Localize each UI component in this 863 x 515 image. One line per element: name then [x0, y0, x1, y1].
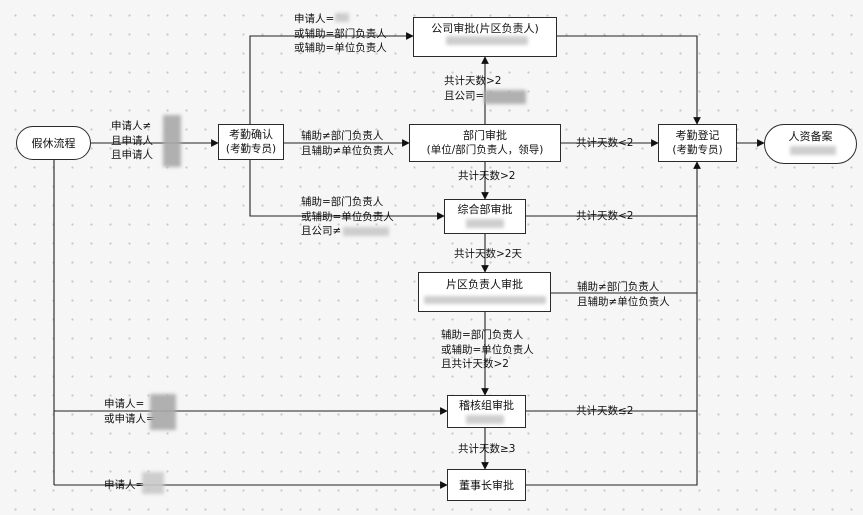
- redacted-mark: [484, 90, 526, 104]
- company-node-label: 公司审批(片区负责人): [431, 22, 539, 35]
- register-node-title: 考勤登记: [675, 129, 720, 142]
- register-node: 考勤登记 (考勤专员): [658, 124, 737, 162]
- archive-node: 人资备案: [764, 124, 857, 164]
- label-line: 辅助=部门负责人: [301, 196, 384, 208]
- redacted-mark: [343, 227, 389, 236]
- label-line: 申请人=: [294, 13, 335, 25]
- label-company-dept: 共计天数>2 且公司=: [444, 74, 501, 103]
- dept-node: 部门审批 (单位/部门负责人，领导): [409, 124, 561, 162]
- label-line: 辅助≠部门负责人: [301, 130, 384, 142]
- label-line: 申请人≠: [111, 120, 152, 132]
- arrow-company-to-register: [557, 35, 701, 125]
- redacted-mark: [466, 219, 504, 228]
- label-line: 且公司≠: [301, 225, 342, 237]
- label-region-audit: 辅助=部门负责人 或辅助=单位负责人 且共计天数>2: [441, 328, 534, 372]
- start-node: 假休流程: [16, 126, 91, 160]
- confirm-node: 考勤确认 (考勤专员): [218, 124, 284, 160]
- redacted-mark: [790, 146, 836, 155]
- label-line: 辅助=部门负责人: [441, 329, 524, 341]
- label-dept-general: 共计天数>2: [458, 170, 516, 182]
- label-line: 且申请人: [111, 149, 153, 161]
- arrow-confirm-to-general: [249, 160, 445, 220]
- redacted-mark: [335, 13, 349, 22]
- label-line: 且辅助≠单位负责人: [301, 144, 394, 157]
- confirm-node-title: 考勤确认: [229, 128, 273, 141]
- redacted-mark: [150, 394, 176, 430]
- chairman-node-label: 董事长审批: [459, 478, 514, 492]
- label-line: 或辅助=单位负责人: [294, 42, 387, 54]
- chairman-node: 董事长审批: [447, 469, 526, 501]
- label-audit-register: 共计天数≤2: [576, 405, 634, 417]
- label-line: 或辅助=单位负责人: [301, 210, 394, 223]
- start-node-label: 假休流程: [31, 136, 76, 150]
- label-to-audit: 申请人= 或申请人=: [104, 397, 155, 426]
- label-general-register: 共计天数<2: [576, 210, 634, 222]
- label-region-register: 辅助≠部门负责人 且辅助≠单位负责人: [577, 280, 670, 309]
- label-line: 且公司=: [444, 89, 485, 102]
- label-line: 且共计天数>2: [441, 358, 509, 370]
- label-audit-chairman: 共计天数≥3: [458, 443, 516, 455]
- general-node-label: 综合部审批: [457, 203, 513, 216]
- label-line: 或辅助=部门负责人: [294, 27, 387, 40]
- register-node-sub: (考勤专员): [672, 144, 723, 156]
- redacted-mark: [466, 415, 504, 424]
- label-general-region: 共计天数>2天: [454, 248, 522, 260]
- label-line: 或申请人=: [104, 412, 155, 425]
- label-line: 共计天数>2: [444, 75, 502, 87]
- redacted-mark: [424, 296, 546, 304]
- label-to-general: 辅助=部门负责人 或辅助=单位负责人 且公司≠: [301, 195, 394, 239]
- label-to-company: 申请人= 或辅助=部门负责人 或辅助=单位负责人: [294, 12, 387, 56]
- label-line: 申请人=: [104, 398, 145, 410]
- label-line: 且申请人: [111, 134, 153, 147]
- label-line: 且辅助≠单位负责人: [577, 295, 670, 308]
- region-node: 片区负责人审批: [418, 272, 551, 312]
- archive-node-label: 人资备案: [788, 130, 833, 143]
- redacted-mark: [142, 472, 164, 494]
- label-to-dept: 辅助≠部门负责人 且辅助≠单位负责人: [301, 129, 394, 158]
- confirm-node-sub: (考勤专员): [225, 143, 277, 155]
- region-node-label: 片区负责人审批: [446, 278, 523, 291]
- dept-node-title: 部门审批: [463, 129, 507, 142]
- label-dept-register: 共计天数<2: [576, 137, 634, 149]
- dept-node-sub: (单位/部门负责人，领导): [426, 144, 544, 156]
- label-to-chairman: 申请人=: [104, 479, 145, 491]
- redacted-mark: [446, 36, 528, 45]
- redacted-mark: [163, 115, 181, 167]
- audit-node: 稽核组审批: [447, 395, 526, 428]
- arrow-confirm-to-company: [249, 32, 414, 124]
- audit-node-label: 稽核组审批: [459, 399, 514, 412]
- general-node: 综合部审批: [444, 199, 526, 234]
- label-line: 辅助≠部门负责人: [577, 281, 660, 293]
- label-start-out: 申请人≠ 且申请人 且申请人: [111, 119, 153, 163]
- label-line: 或辅助=单位负责人: [441, 343, 534, 356]
- line-chairman-to-right: [526, 161, 701, 486]
